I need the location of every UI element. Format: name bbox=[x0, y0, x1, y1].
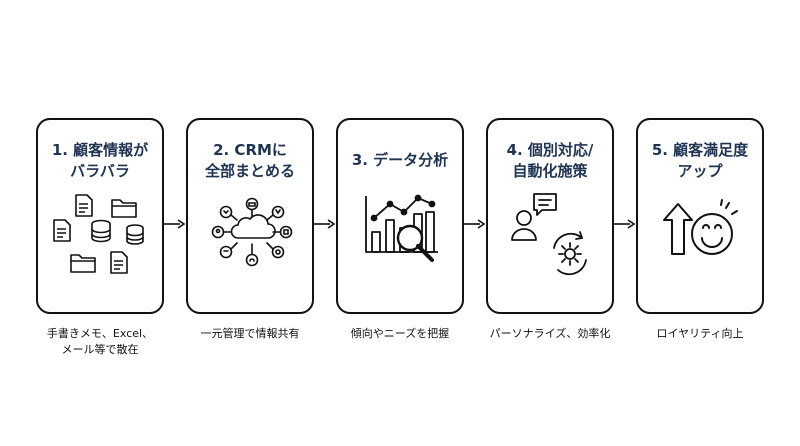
arrow-right-icon bbox=[314, 218, 336, 230]
step-1-card: 1. 顧客情報が バラバラ bbox=[36, 118, 164, 314]
chart-magnifier-icon bbox=[338, 120, 466, 316]
step-2-title: 2. CRMに 全部まとめる bbox=[204, 141, 295, 180]
scattered-documents-icon bbox=[38, 120, 166, 316]
step-4-card: 4. 個別対応/ 自動化施策 bbox=[486, 118, 614, 314]
arrow-right-icon bbox=[164, 218, 186, 230]
step-5-card: 5. 顧客満足度 アップ bbox=[636, 118, 764, 314]
arrow-right-icon bbox=[614, 218, 636, 230]
step-3-card: 3. データ分析 bbox=[336, 118, 464, 314]
step-5-caption: ロイヤリティ向上 bbox=[656, 327, 744, 340]
step-2-card: 2. CRMに 全部まとめる bbox=[186, 118, 314, 314]
step-3-title: 3. データ分析 bbox=[351, 151, 449, 169]
smile-up-arrow-icon bbox=[638, 120, 766, 316]
arrow-right-icon bbox=[464, 218, 486, 230]
step-5-title: 5. 顧客満足度 アップ bbox=[651, 141, 749, 180]
step-4-title: 4. 個別対応/ 自動化施策 bbox=[506, 141, 594, 180]
step-3-caption: 傾向やニーズを把握 bbox=[350, 327, 450, 340]
person-chat-gear-icon bbox=[488, 120, 616, 316]
step-1-title: 1. 顧客情報が バラバラ bbox=[51, 141, 149, 180]
step-4-caption: パーソナライズ、効率化 bbox=[489, 327, 611, 340]
step-1-caption: 手書きメモ、Excel、 メール等で散在 bbox=[46, 327, 154, 356]
step-2-caption: 一元管理で情報共有 bbox=[200, 327, 300, 340]
crm-cloud-hub-icon bbox=[188, 120, 316, 316]
